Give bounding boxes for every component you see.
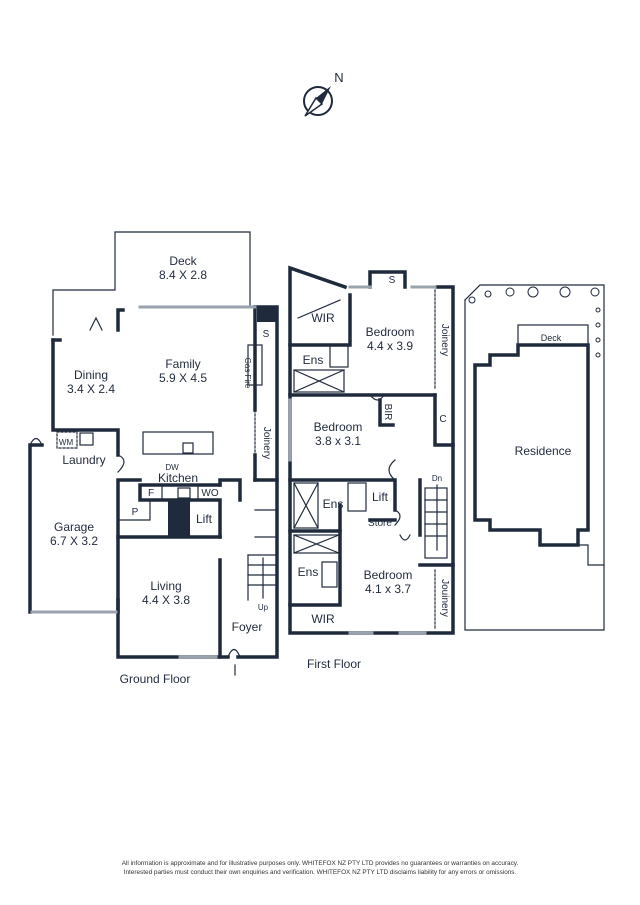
fixture-p: P: [131, 507, 139, 518]
room-store: Store: [368, 518, 392, 529]
room-family-size: 5.9 X 4.5: [158, 371, 208, 385]
room-garage-size: 6.7 X 3.2: [49, 534, 99, 548]
room-bedroom-2-name: Bedroom: [313, 420, 363, 434]
room-lift-name: Lift: [195, 512, 213, 526]
fixture-joinery-first: Joinery: [439, 323, 450, 357]
fixture-f: F: [147, 488, 155, 499]
site-plan: [464, 284, 605, 631]
room-living-name: Living: [150, 579, 182, 593]
fixture-jouinery-first: Jouinery: [439, 579, 450, 617]
ground-floor-fixtures: [29, 305, 278, 676]
room-ens-2: Ens: [322, 497, 344, 511]
fixture-bir: BIR: [382, 403, 393, 421]
site-deck-label: Deck: [540, 333, 562, 343]
room-bedroom-1-size: 4.4 x 3.9: [366, 339, 414, 353]
disclaimer-line-1: All information is approximate and for i…: [121, 860, 519, 867]
room-foyer-name: Foyer: [231, 620, 263, 634]
ground-floor-title: Ground Floor: [119, 672, 191, 686]
room-bedroom-1-name: Bedroom: [365, 325, 415, 339]
room-laundry-name: Laundry: [62, 453, 106, 467]
ground-deck-outline: [52, 231, 251, 336]
room-dining-name: Dining: [73, 368, 109, 382]
fixture-up: Up: [257, 603, 269, 612]
disclaimer-line-2: Interested parties must conduct their ow…: [123, 868, 517, 876]
north-label: N: [334, 70, 344, 85]
ground-column: [257, 308, 276, 322]
fixture-wo: WO: [201, 488, 219, 499]
room-bedroom-2-size: 3.8 x 3.1: [314, 434, 362, 448]
room-family-name: Family: [165, 357, 201, 371]
north-arrow-icon: [303, 86, 333, 117]
fixture-joinery: Joinery: [261, 426, 272, 460]
room-garage-name: Garage: [53, 520, 95, 534]
fixture-dw: DW: [165, 463, 179, 472]
room-bedroom-3-name: Bedroom: [363, 568, 413, 582]
fixture-s-first: S: [388, 275, 396, 286]
first-floor-title: First Floor: [307, 657, 361, 671]
room-ens-3: Ens: [297, 565, 319, 579]
fixture-wm: WM: [58, 438, 74, 447]
disclaimer: All information is approximate and for i…: [0, 860, 640, 877]
room-deck-size: 8.4 X 2.8: [158, 268, 208, 282]
room-wir-2: WIR: [311, 612, 335, 626]
fixture-s: S: [262, 329, 270, 340]
lift-shaft: [168, 500, 190, 537]
room-deck-name: Deck: [169, 254, 197, 268]
tree-icon: [468, 286, 601, 358]
room-living-size: 4.4 X 3.8: [141, 593, 191, 607]
room-bedroom-3-size: 4.1 x 3.7: [364, 582, 412, 596]
first-floor-fixtures: [288, 285, 448, 635]
fixture-dn: Dn: [431, 474, 443, 483]
room-lift-first: Lift: [371, 490, 389, 504]
room-wir-1: WIR: [311, 311, 335, 325]
fixture-c: C: [439, 414, 447, 425]
room-kitchen-name: Kitchen: [157, 471, 199, 485]
fixture-gas-fire: Gas Fire: [243, 357, 252, 389]
site-residence-label: Residence: [514, 444, 572, 458]
room-ens-1: Ens: [302, 353, 324, 367]
room-dining-size: 3.4 X 2.4: [66, 382, 116, 396]
